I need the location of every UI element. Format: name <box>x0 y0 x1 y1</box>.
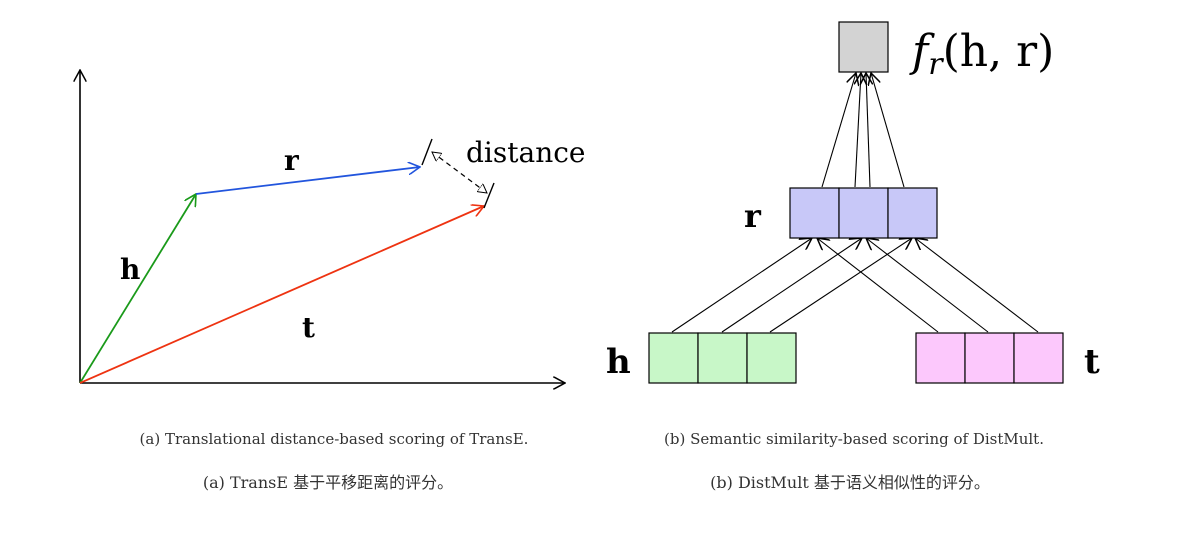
arrow-r2a-score <box>855 73 861 188</box>
arrow-r3-score <box>871 73 905 188</box>
score-args: (h, r) <box>943 26 1055 77</box>
h-embedding <box>648 332 797 384</box>
t-embedding <box>915 332 1064 384</box>
h-cell <box>697 332 748 384</box>
t-cell <box>1013 332 1064 384</box>
h-cell <box>648 332 699 384</box>
t-cell <box>964 332 1015 384</box>
t-label-b: t <box>1084 342 1100 382</box>
caption-b-zh: (b) DistMult 基于语义相似性的评分。 <box>710 473 990 492</box>
caption-a-zh: (a) TransE 基于平移距离的评分。 <box>202 473 454 492</box>
h-label: h <box>120 253 140 286</box>
r-end-tick <box>421 138 433 166</box>
caption-b-en: (b) Semantic similarity-based scoring of… <box>664 430 1044 448</box>
t-vector <box>79 206 484 384</box>
distance-arrow <box>432 152 487 193</box>
arrow-h2-r2 <box>721 238 862 333</box>
arrow-h3-r3 <box>769 238 912 333</box>
h-cell <box>746 332 797 384</box>
r-to-score-arrows <box>821 73 905 188</box>
r-label: r <box>284 144 300 177</box>
distmult-panel: r h t fr(h, r) <box>606 21 1100 384</box>
distance-label: distance <box>466 136 585 169</box>
t-label: t <box>302 311 315 344</box>
r-cell <box>887 187 938 239</box>
arrow-t1-r1 <box>817 238 939 333</box>
t-cell <box>915 332 966 384</box>
t-end-tick <box>483 182 495 209</box>
score-box <box>838 21 889 73</box>
caption-a-en: (a) Translational distance-based scoring… <box>139 430 529 448</box>
r-cell <box>789 187 840 239</box>
arrow-r1-score <box>821 73 856 188</box>
r-label-b: r <box>744 197 762 235</box>
arrow-h1-r1 <box>671 238 812 333</box>
arrow-r2b-score <box>866 73 870 188</box>
arrow-t2-r2 <box>866 238 989 333</box>
h-label-b: h <box>606 342 631 382</box>
arrow-t3-r3 <box>915 238 1039 333</box>
transe-panel: h r t distance <box>80 70 585 383</box>
r-vector <box>195 167 420 195</box>
score-sub: r <box>928 47 944 82</box>
h-vector <box>79 194 196 384</box>
score-function-label: fr(h, r) <box>909 26 1054 82</box>
input-to-r-arrows <box>671 238 1039 333</box>
r-embedding <box>789 187 938 239</box>
r-cell <box>838 187 889 239</box>
